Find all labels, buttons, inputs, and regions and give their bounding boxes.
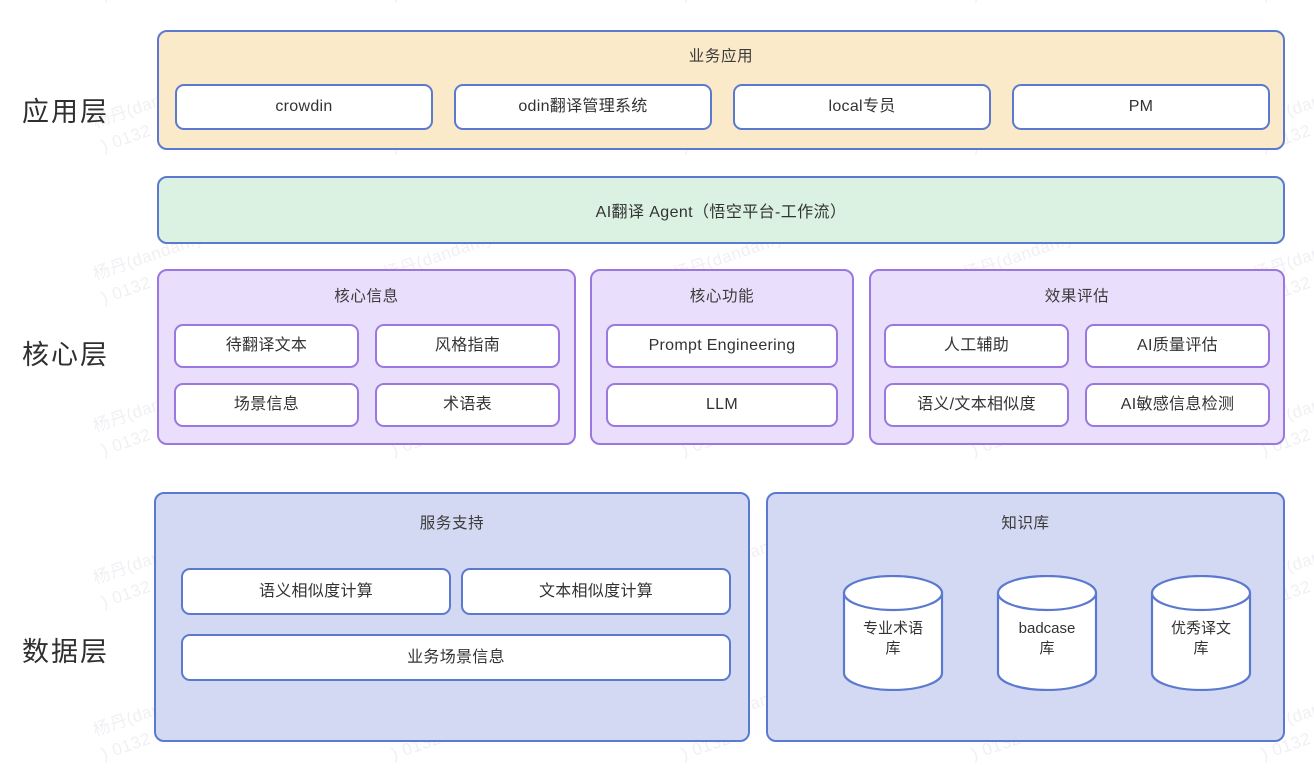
knowledge-base-title: 知识库	[1001, 515, 1050, 532]
database-label-line1: 优秀译文	[1170, 620, 1231, 637]
app-item-crowdin[interactable]: crowdin	[175, 84, 433, 130]
core-item-llm[interactable]: LLM	[606, 383, 838, 427]
core-item-label: 待翻译文本	[225, 337, 308, 354]
app-item-label: local专员	[828, 98, 896, 115]
core-item-label: AI敏感信息检测	[1120, 396, 1235, 413]
layer-label-application: 应用层	[22, 97, 109, 127]
core-group-title: 核心信息	[334, 288, 399, 305]
core-item-source-text[interactable]: 待翻译文本	[174, 324, 359, 368]
service-support-title: 服务支持	[419, 515, 485, 532]
service-item-text-similarity-calc[interactable]: 文本相似度计算	[461, 568, 731, 615]
core-item-label: AI质量评估	[1137, 337, 1218, 354]
database-label: 专业术语 库	[842, 619, 944, 660]
core-item-scene-information[interactable]: 场景信息	[174, 383, 359, 427]
database-label-line2: 库	[885, 640, 901, 658]
core-item-prompt-engineering[interactable]: Prompt Engineering	[606, 324, 838, 368]
service-item-label: 业务场景信息	[407, 648, 505, 666]
database-cylinder-excellent-translations[interactable]: 优秀译文 库	[1150, 575, 1252, 691]
layer-label-core: 核心层	[22, 340, 109, 370]
cylinder-shape-icon	[1150, 575, 1252, 691]
core-item-human-assist[interactable]: 人工辅助	[884, 324, 1069, 368]
database-label: 优秀译文 库	[1150, 619, 1252, 660]
core-item-label: 风格指南	[434, 337, 501, 354]
database-label-line2: 库	[1193, 640, 1209, 658]
database-label: badcase 库	[996, 619, 1098, 660]
database-cylinder-badcase[interactable]: badcase 库	[996, 575, 1098, 691]
cylinder-shape-icon	[996, 575, 1098, 691]
data-group-service-support: 服务支持	[154, 492, 750, 742]
service-item-label: 文本相似度计算	[538, 582, 654, 600]
core-item-semantic-text-similarity[interactable]: 语义/文本相似度	[884, 383, 1069, 427]
app-item-local-specialist[interactable]: local专员	[733, 84, 991, 130]
service-item-business-scene-information[interactable]: 业务场景信息	[181, 634, 731, 681]
core-item-label: 术语表	[443, 396, 492, 413]
core-item-ai-quality-evaluation[interactable]: AI质量评估	[1085, 324, 1270, 368]
watermark-text: 杨丹(dandan.yang) 0132	[960, 0, 1113, 7]
core-item-label: 语义/文本相似度	[917, 396, 1036, 413]
app-item-label: odin翻译管理系统	[518, 98, 648, 115]
core-item-label: 人工辅助	[943, 337, 1010, 354]
core-item-ai-sensitive-info-detection[interactable]: AI敏感信息检测	[1085, 383, 1270, 427]
app-item-odin-translation-system[interactable]: odin翻译管理系统	[454, 84, 712, 130]
core-item-label: Prompt Engineering	[648, 337, 796, 354]
agent-bar-label: AI翻译 Agent（悟空平台-工作流）	[595, 204, 847, 221]
service-item-label: 语义相似度计算	[258, 582, 374, 600]
watermark-text: 杨丹(dandan.yang) 0132	[90, 0, 243, 7]
database-label-line2: 库	[1039, 640, 1055, 658]
core-item-label: LLM	[705, 396, 739, 413]
core-item-glossary[interactable]: 术语表	[375, 383, 560, 427]
database-cylinder-terminology[interactable]: 专业术语 库	[842, 575, 944, 691]
watermark-text: 杨丹(dandan.yang) 0132	[670, 0, 823, 7]
ai-translation-agent-bar[interactable]: AI翻译 Agent（悟空平台-工作流）	[157, 176, 1285, 244]
watermark-text: 杨丹(dandan.yang) 0132	[1250, 0, 1314, 7]
cylinder-shape-icon	[842, 575, 944, 691]
service-item-semantic-similarity-calc[interactable]: 语义相似度计算	[181, 568, 451, 615]
app-item-pm[interactable]: PM	[1012, 84, 1270, 130]
application-band-title: 业务应用	[688, 48, 754, 65]
core-item-label: 场景信息	[233, 396, 300, 413]
database-label-line1: badcase	[1018, 620, 1076, 637]
core-group-title: 效果评估	[1044, 288, 1110, 305]
core-group-title: 核心功能	[689, 288, 755, 305]
core-item-style-guide[interactable]: 风格指南	[375, 324, 560, 368]
database-label-line1: 专业术语	[862, 620, 923, 637]
layer-label-data: 数据层	[22, 637, 109, 667]
app-item-label: crowdin	[275, 98, 333, 115]
watermark-text: 杨丹(dandan.yang) 0132	[380, 0, 533, 7]
app-item-label: PM	[1128, 98, 1154, 115]
